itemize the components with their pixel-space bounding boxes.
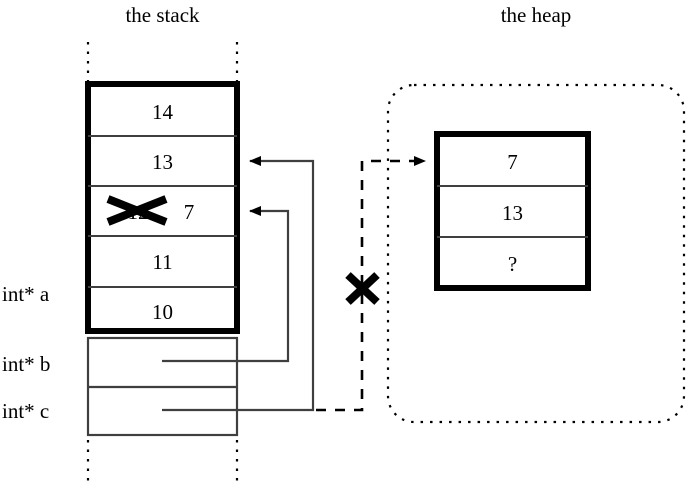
pointer-c-edge bbox=[162, 156, 315, 412]
stack-cell-value-3: 11 bbox=[152, 250, 173, 274]
pointer-label-a: int* a bbox=[2, 282, 50, 306]
heap-cell-value-0: 7 bbox=[507, 150, 518, 174]
dangling-heap-pointer-edge bbox=[316, 156, 426, 412]
stack-cell-value-2-new: 7 bbox=[183, 200, 195, 224]
pointer-label-c: int* c bbox=[2, 399, 50, 423]
stack-cell-value-0: 14 bbox=[152, 100, 173, 124]
stack-dotted-top bbox=[86, 42, 239, 83]
pointer-b-edge bbox=[162, 206, 290, 363]
stack-pointer-frame bbox=[86, 336, 239, 437]
pointer-label-b: int* b bbox=[2, 352, 51, 376]
heap-region-boundary bbox=[386, 83, 686, 424]
stack-title: the stack bbox=[125, 3, 200, 27]
heap-block-frame bbox=[434, 131, 591, 291]
broken-pointer-x-icon bbox=[345, 272, 380, 305]
value-strikeout-x-icon bbox=[106, 195, 168, 226]
stack-dotted-bottom bbox=[86, 440, 239, 484]
stack-cell-value-1: 13 bbox=[152, 150, 173, 174]
stack-cell-value-2-old: 12 bbox=[127, 200, 149, 224]
stack-cell-value-4: 10 bbox=[152, 300, 173, 324]
stack-allocated-frame bbox=[85, 81, 240, 334]
heap-cell-value-1: 13 bbox=[502, 201, 523, 225]
heap-cell-value-2: ? bbox=[507, 252, 518, 276]
heap-title: the heap bbox=[500, 3, 572, 27]
